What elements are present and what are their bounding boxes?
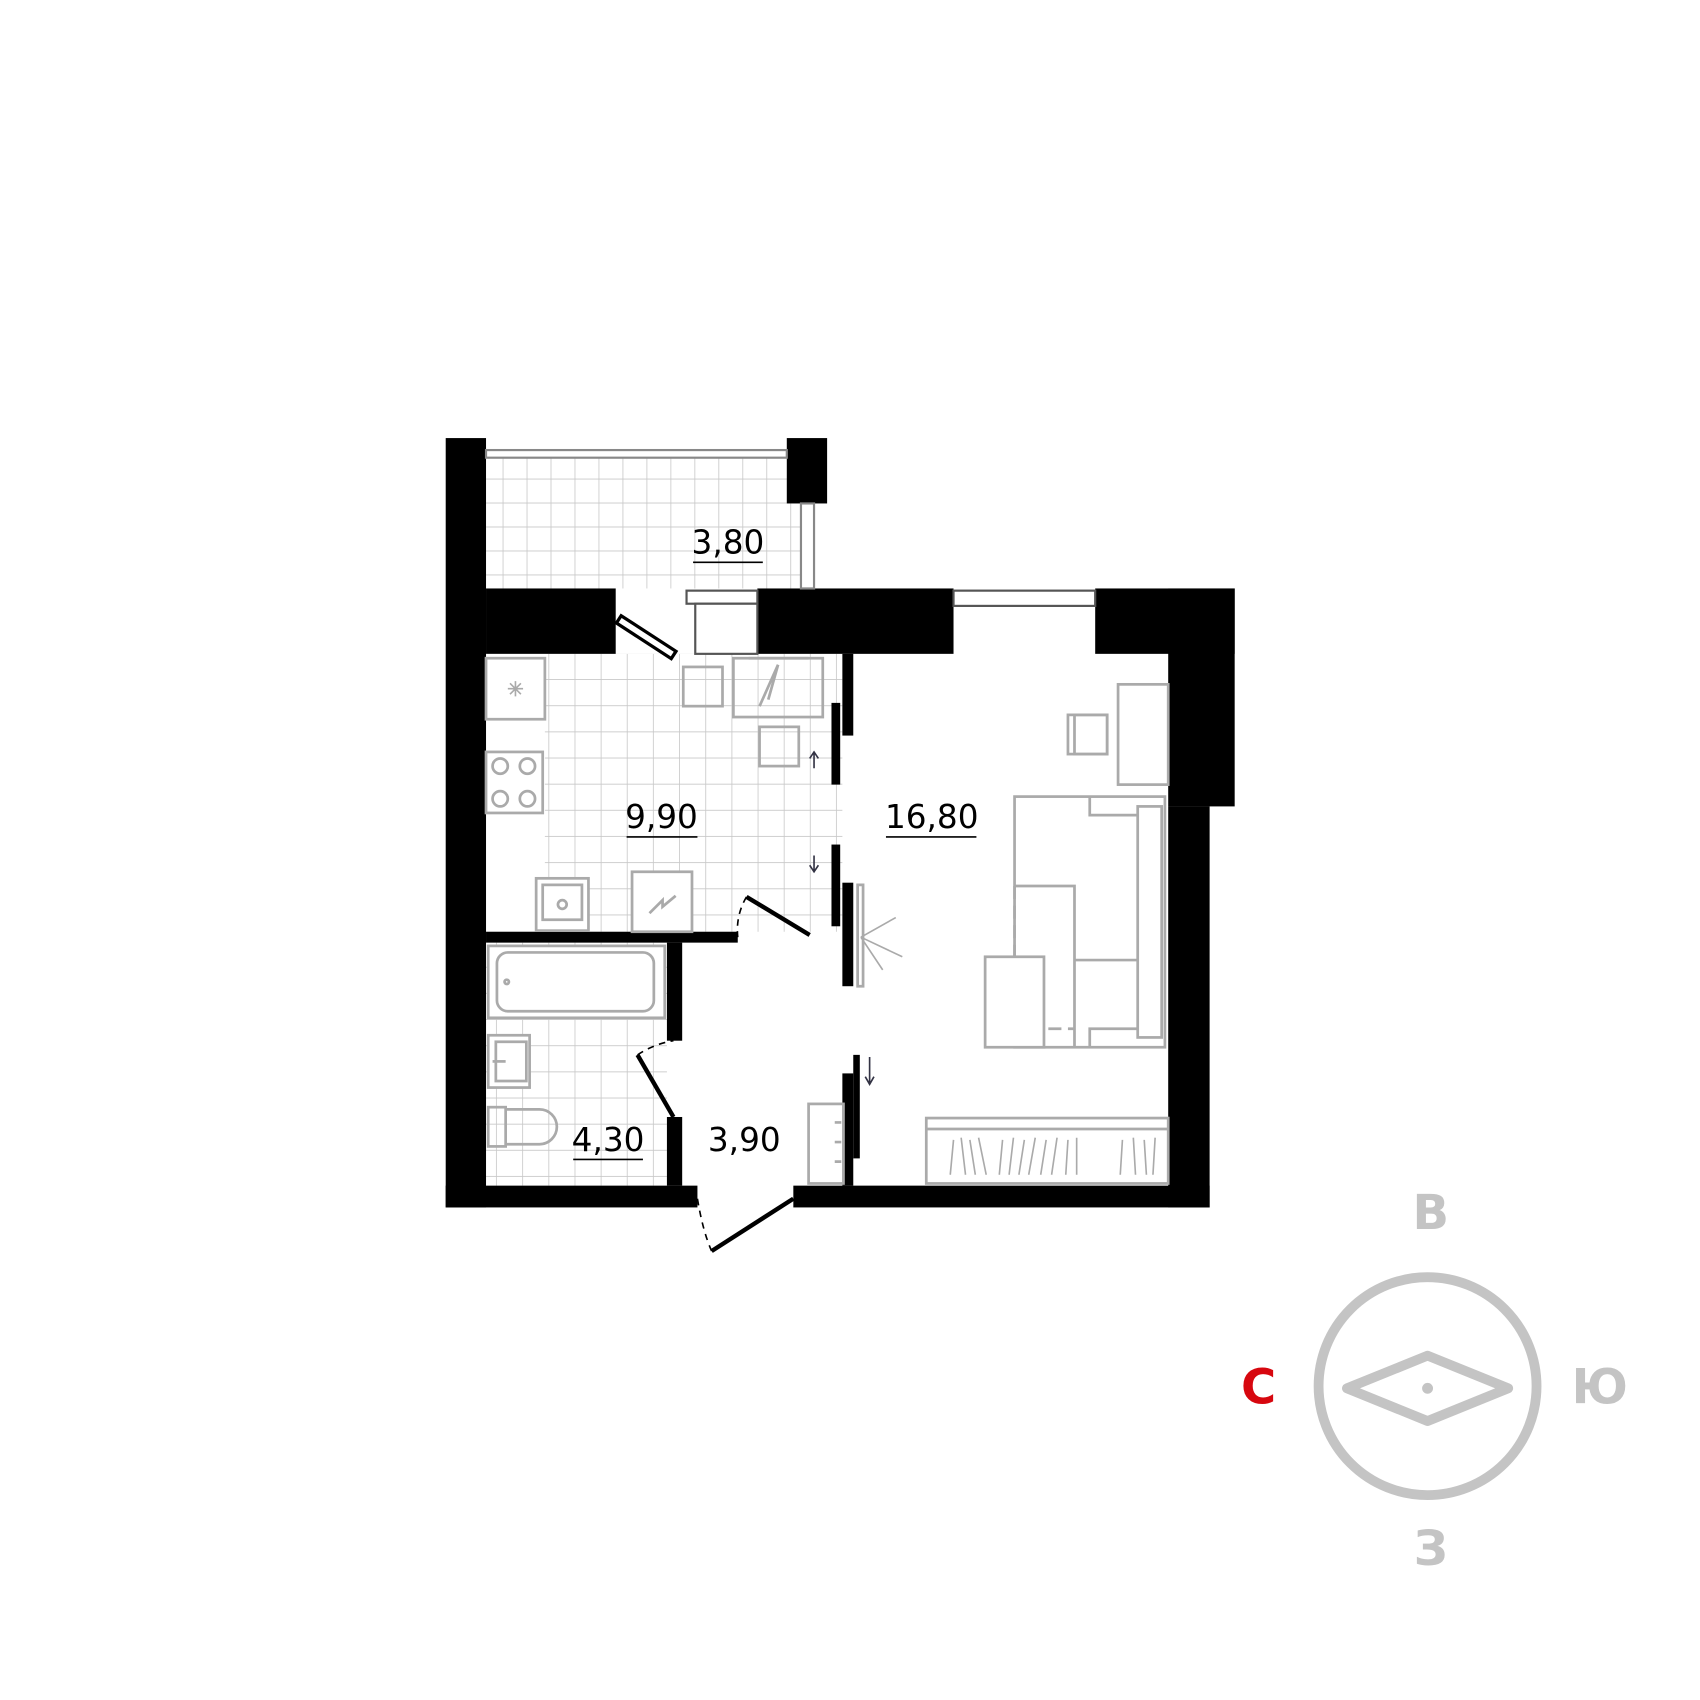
windows <box>685 589 1097 655</box>
bathroom-fixtures <box>486 944 667 1148</box>
compass-east: В <box>1413 1186 1450 1241</box>
compass-south: Ю <box>1572 1361 1628 1416</box>
balcony-area: 3,80 <box>692 524 765 562</box>
balcony-door <box>614 613 679 661</box>
room-labels: 3,80 9,90 16,80 4,30 3,90 <box>572 524 979 1161</box>
living-furniture <box>807 682 1170 1185</box>
door-swings <box>637 896 748 1252</box>
compass-north: С <box>1241 1361 1276 1416</box>
kitchen-area: 9,90 <box>625 798 698 836</box>
living-room-area: 16,80 <box>885 798 979 836</box>
kitchen-furniture <box>484 656 825 934</box>
compass-needle-icon <box>1342 1350 1514 1426</box>
bathroom-area: 4,30 <box>572 1121 645 1159</box>
kitchen-floor <box>544 653 843 932</box>
balcony-railing <box>484 448 816 590</box>
doors <box>635 894 811 1253</box>
compass: В С Ю З <box>1241 1186 1628 1577</box>
balcony-floor <box>486 457 801 589</box>
hallway-area: 3,90 <box>708 1121 781 1159</box>
sliding-door-arrows <box>808 750 875 1086</box>
compass-ring-icon <box>1313 1272 1542 1501</box>
walls <box>445 438 1235 1208</box>
compass-west: З <box>1414 1522 1448 1577</box>
